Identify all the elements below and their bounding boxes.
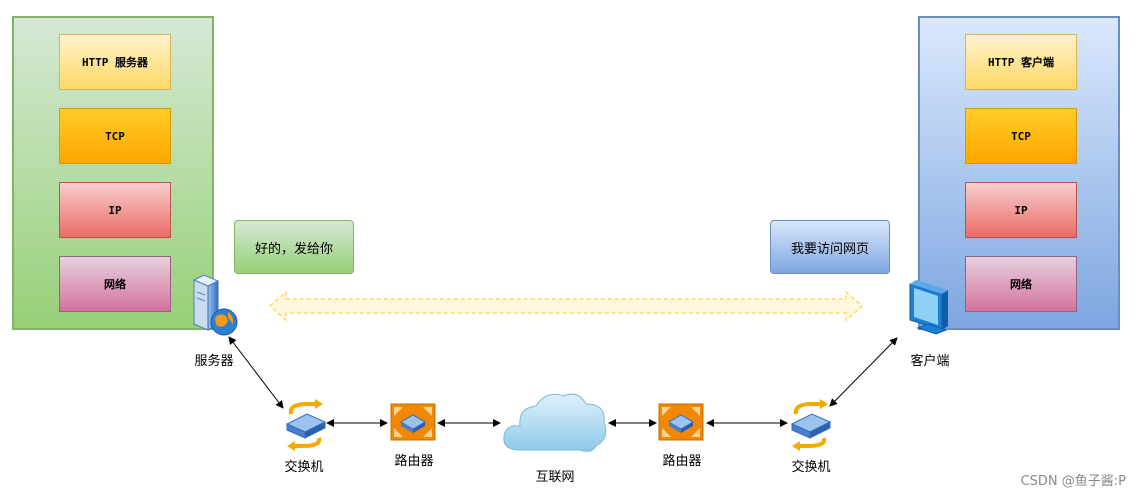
switch-left-label: 交换机 [284,460,324,475]
router-left-label: 路由器 [394,454,434,469]
server-globe-icon [192,274,238,336]
link-server-switch [228,336,284,409]
client-label: 客户端 [910,354,950,369]
client-network-layer: 网络 [965,256,1077,312]
client-protocol-stack: HTTP 客户端 TCP IP 网络 [918,16,1120,330]
switch-icon-right [790,399,832,451]
switch-icon [285,399,327,451]
router-right-label: 路由器 [662,454,702,469]
exchange-double-arrow [268,290,864,322]
server-reply-bubble: 好的，发给你 [234,220,354,274]
cloud-icon [503,393,607,452]
server-ip-layer: IP [59,182,171,238]
link-switch-client [829,337,898,407]
router-icon-right [658,403,704,441]
server-protocol-stack: HTTP 服务器 TCP IP 网络 [12,16,214,330]
client-ip-layer: IP [965,182,1077,238]
client-tcp-layer: TCP [965,108,1077,164]
watermark: CSDN @鱼子酱:P [1020,474,1126,489]
router-icon [390,403,436,441]
switch-right-label: 交换机 [791,460,831,475]
client-http-layer: HTTP 客户端 [965,34,1077,90]
server-label: 服务器 [194,354,234,369]
server-network-layer: 网络 [59,256,171,312]
client-request-bubble: 我要访问网页 [770,220,890,274]
monitor-icon [909,280,948,335]
server-http-layer: HTTP 服务器 [59,34,171,90]
server-tcp-layer: TCP [59,108,171,164]
internet-label: 互联网 [535,470,575,485]
